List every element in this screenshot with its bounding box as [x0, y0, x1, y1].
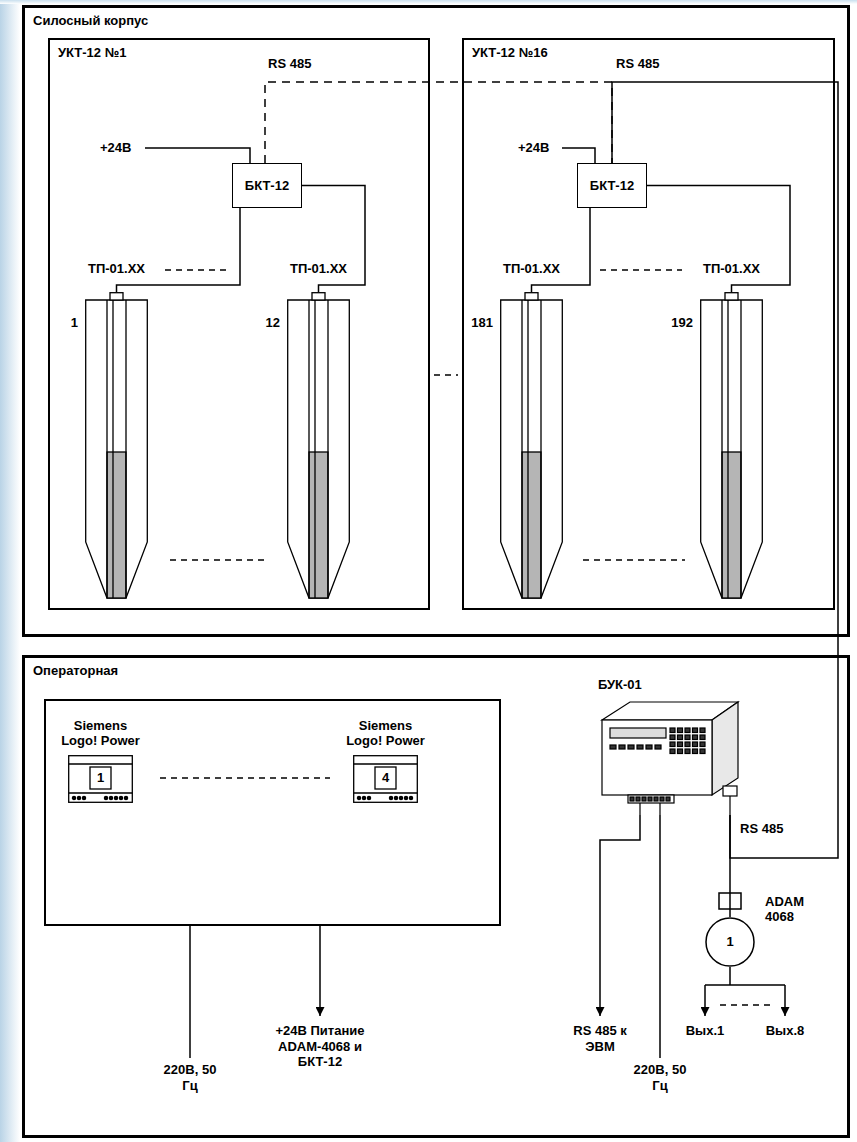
mains-label: 220В, 50 Гц: [631, 1062, 689, 1093]
bus-label: RS 485 к ЭВМ: [571, 1023, 629, 1054]
silo-sensor-outline: [500, 292, 563, 602]
silo-number: 1: [71, 316, 78, 331]
device-name: Siemens Logo! Power: [343, 719, 429, 749]
unit-frame: БКТ-12ТП-01.XX181ТП-01.XX192УКТ-12 №16: [462, 38, 835, 610]
controller-name: БКТ-12: [245, 178, 289, 193]
bus-label: RS 485: [740, 821, 783, 837]
area-frame: БКТ-12ТП-01.XX1ТП-01.XX12УКТ-12 №1БКТ-12…: [22, 5, 850, 637]
silo-number: 12: [266, 316, 280, 331]
mains-label: 220В, 50 Гц: [161, 1062, 219, 1093]
power-wire: [562, 148, 595, 163]
sensor-cable: [302, 186, 365, 293]
output-module: ADAM 40681: [705, 917, 755, 967]
sensor-type: ТП-01.XX: [88, 262, 145, 277]
sensor-type: ТП-01.XX: [703, 262, 760, 277]
silo-number: 192: [671, 316, 693, 331]
output-label: Вых.1: [680, 1023, 730, 1039]
unit-frame: БКТ-12ТП-01.XX1ТП-01.XX12УКТ-12 №1: [48, 38, 430, 610]
mains-wire: [189, 925, 191, 1058]
silo-sensor-outline: [287, 292, 350, 602]
output-label: Вых.8: [760, 1023, 810, 1039]
sensor-type: ТП-01.XX: [290, 262, 347, 277]
silo-sensor: ТП-01.XX192: [700, 292, 763, 602]
rs485-line: [265, 82, 612, 163]
device-name: БУК-01: [598, 678, 642, 693]
silo-number: 181: [471, 316, 493, 331]
bus-label: RS 485: [616, 56, 659, 72]
area-frame: Siemens Logo! Power1Siemens Logo! Power4…: [22, 655, 850, 1138]
power-supply-cabinet: [45, 700, 500, 925]
output-arrow: [704, 985, 706, 1016]
computer-link-arrow: [600, 815, 640, 1016]
sensor-cable: [532, 208, 591, 292]
rs485-line: [729, 815, 731, 917]
sensor-cable: [117, 208, 241, 292]
module-name: ADAM 4068: [765, 895, 809, 925]
controller-box: БКТ-12: [577, 163, 647, 208]
silo-sensor: ТП-01.XX1: [85, 292, 148, 602]
output-bus: [705, 967, 785, 985]
unit-title: УКТ-12 №1: [58, 46, 126, 61]
unit-number: 4: [382, 771, 389, 786]
power-output-arrow: [319, 925, 321, 1016]
silo-sensor-outline: [700, 292, 763, 602]
silo-sensor-outline: [85, 292, 148, 602]
control-unit: БУК-01: [600, 700, 740, 815]
background-strip: [0, 0, 20, 1142]
control-unit-outline: [600, 700, 740, 815]
area-title: Операторная: [33, 664, 118, 679]
area-title: Силосный корпус: [33, 14, 148, 29]
power-note: +24В Питание ADAM-4068 и БКТ-12: [270, 1023, 370, 1070]
controller-box: БКТ-12: [232, 163, 302, 208]
device-name: Siemens Logo! Power: [58, 719, 144, 749]
voltage-label: +24В: [100, 140, 131, 156]
sensor-cable: [647, 186, 790, 293]
voltage-label: +24В: [518, 140, 549, 156]
bus-label: RS 485: [268, 56, 311, 72]
output-arrow: [784, 985, 786, 1016]
controller-name: БКТ-12: [590, 178, 634, 193]
module-number: 1: [726, 935, 733, 950]
mains-wire: [659, 815, 661, 1058]
power-supply-unit: Siemens Logo! Power1: [68, 755, 133, 803]
power-wire: [145, 148, 250, 163]
sensor-type: ТП-01.XX: [503, 262, 560, 277]
silo-sensor: ТП-01.XX181: [500, 292, 563, 602]
silo-sensor: ТП-01.XX12: [287, 292, 350, 602]
unit-title: УКТ-12 №16: [472, 46, 548, 61]
power-supply-unit: Siemens Logo! Power4: [353, 755, 418, 803]
omission-dashes: [160, 270, 770, 1005]
background-strip: [0, 0, 857, 4]
unit-number: 1: [97, 771, 104, 786]
